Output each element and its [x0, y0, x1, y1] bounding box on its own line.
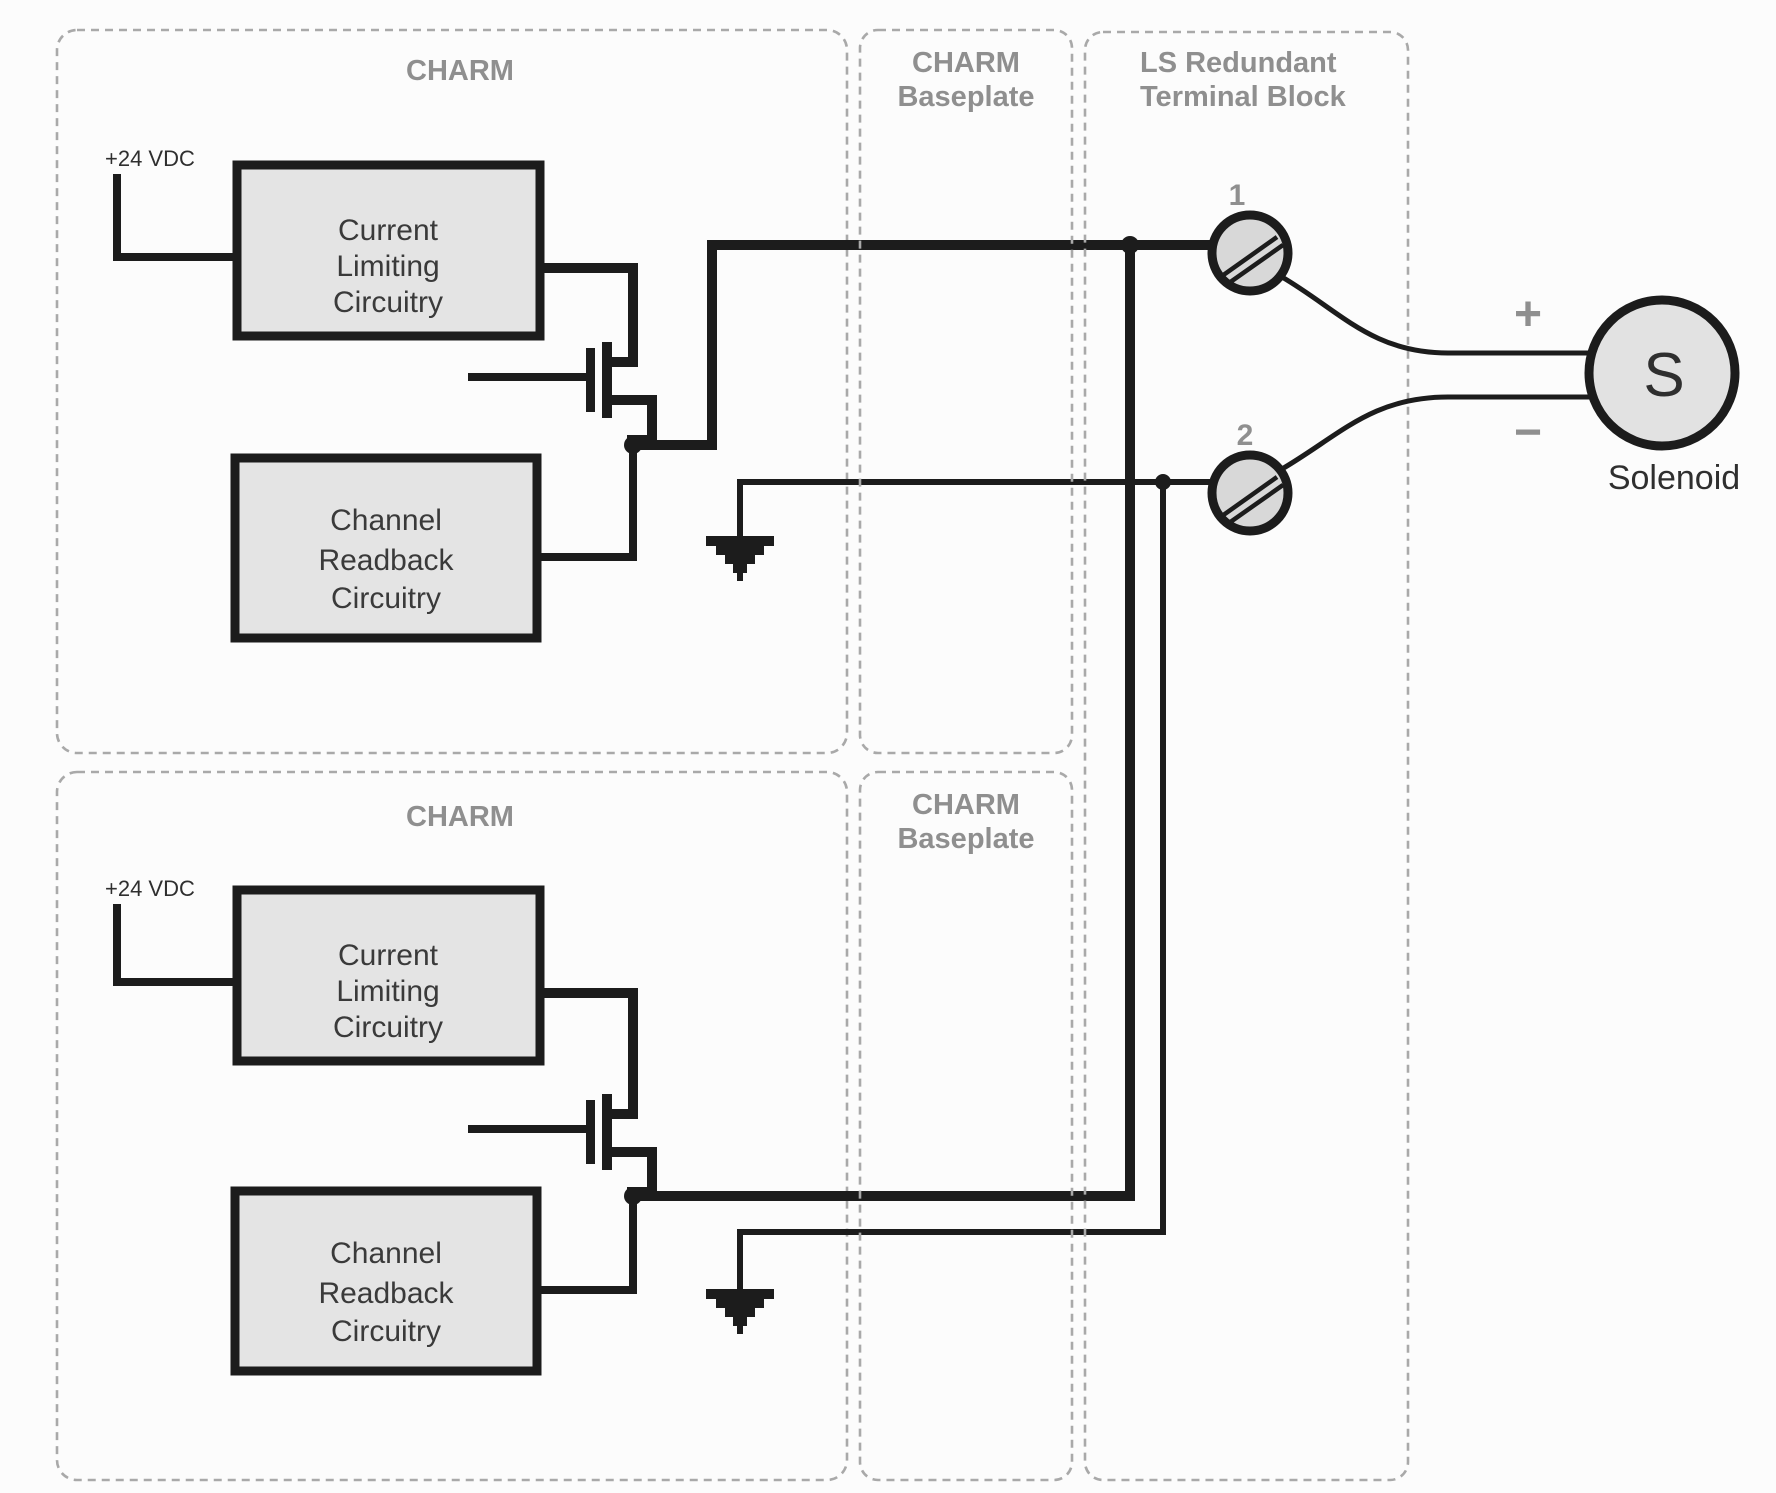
supply-voltage-label-1: +24 VDC [105, 146, 195, 171]
channel-readback-box-2 [230, 1186, 542, 1376]
terminal-1-screw-slot [1220, 235, 1285, 285]
charm-1-boundary [55, 28, 849, 755]
return-wire-1 [737, 479, 1214, 536]
channel-bar-2 [602, 1094, 612, 1170]
current-limiting-box-1 [232, 160, 545, 341]
gate-bar-2 [586, 1100, 595, 1164]
solenoid-label: Solenoid [1608, 459, 1740, 497]
current-limiting-label-2: Current Limiting Circuitry [333, 939, 443, 1044]
current-limiting-box-2 [232, 885, 545, 1066]
return-junction-dot [1155, 474, 1171, 490]
baseplate-2-title-line2: Baseplate [897, 823, 1034, 855]
svg-text:Channel: Channel [330, 1237, 442, 1270]
charm-baseplate-1: CHARM Baseplate [858, 28, 1074, 755]
supply-wire-1 [113, 174, 237, 261]
svg-text:Circuitry: Circuitry [333, 286, 443, 319]
terminal-1: 1 [1207, 179, 1293, 296]
svg-text:Circuitry: Circuitry [331, 582, 441, 615]
terminal-1-number: 1 [1229, 179, 1246, 212]
svg-text:Current: Current [338, 939, 439, 972]
charm-baseplate-2: CHARM Baseplate [858, 770, 1074, 1482]
current-limiting-label-1: Current Limiting Circuitry [333, 214, 443, 319]
svg-text:Current: Current [338, 214, 439, 247]
svg-text:Circuitry: Circuitry [333, 1011, 443, 1044]
terminal-2-screw [1207, 450, 1293, 536]
solenoid-circle [1584, 295, 1740, 451]
channel-readback-box-1 [230, 453, 542, 643]
output-wire-1 [633, 240, 1214, 450]
svg-text:Limiting: Limiting [336, 250, 439, 283]
readback-wire-1 [537, 445, 637, 561]
return-wire-2 [737, 482, 1166, 1289]
readback-wire-2 [537, 1196, 637, 1294]
polarity-minus-label: − [1514, 406, 1542, 459]
terminal-2-screw-slot [1220, 475, 1285, 525]
terminal-1-screw [1207, 210, 1293, 296]
terminal-block-title-line2: Terminal Block [1140, 81, 1347, 113]
channel-readback-label-2: Channel Readback Circuitry [318, 1237, 454, 1348]
svg-text:Readback: Readback [318, 544, 454, 577]
solenoid-negative-wire [1280, 394, 1594, 472]
terminal-block-title-line1: LS Redundant [1140, 47, 1337, 79]
baseplate-1-boundary [858, 28, 1074, 755]
solenoid-positive-wire [1280, 274, 1594, 356]
baseplate-2-title-line1: CHARM [912, 789, 1020, 821]
charm-2-title: CHARM [406, 801, 514, 833]
ground-symbol-2 [706, 1289, 774, 1334]
svg-text:Readback: Readback [318, 1277, 454, 1310]
drain-wire-2 [540, 988, 638, 1119]
terminal-2-number: 2 [1237, 419, 1254, 452]
charm-module-1: CHARM +24 VDC Current Limiting Circuitry… [55, 28, 1214, 755]
output-wire-2 [633, 245, 1135, 1201]
ground-symbol-1 [706, 536, 774, 581]
drain-wire-1 [540, 263, 638, 367]
baseplate-1-title-line2: Baseplate [897, 81, 1034, 113]
gate-bar-1 [586, 348, 595, 412]
baseplate-1-title-line1: CHARM [912, 47, 1020, 79]
charm-module-2: CHARM +24 VDC Current Limiting Circuitry… [55, 245, 1166, 1482]
output-junction-dot [1121, 236, 1139, 254]
polarity-plus-label: + [1514, 288, 1542, 341]
supply-wire-2 [113, 904, 237, 986]
solenoid-symbol: S [1643, 341, 1684, 410]
terminal-2: 2 [1207, 419, 1293, 536]
channel-readback-label-1: Channel Readback Circuitry [318, 504, 454, 615]
charm-2-boundary [55, 770, 849, 1482]
svg-text:Circuitry: Circuitry [331, 1315, 441, 1348]
supply-voltage-label-2: +24 VDC [105, 876, 195, 901]
solenoid-group: + − S Solenoid [1280, 274, 1740, 497]
charm-1-title: CHARM [406, 55, 514, 87]
baseplate-2-boundary [858, 770, 1074, 1482]
channel-bar-1 [602, 342, 612, 418]
svg-text:Channel: Channel [330, 504, 442, 537]
terminal-block: LS Redundant Terminal Block 1 2 [1083, 30, 1410, 1482]
terminal-block-boundary [1083, 30, 1410, 1482]
svg-text:Limiting: Limiting [336, 975, 439, 1008]
